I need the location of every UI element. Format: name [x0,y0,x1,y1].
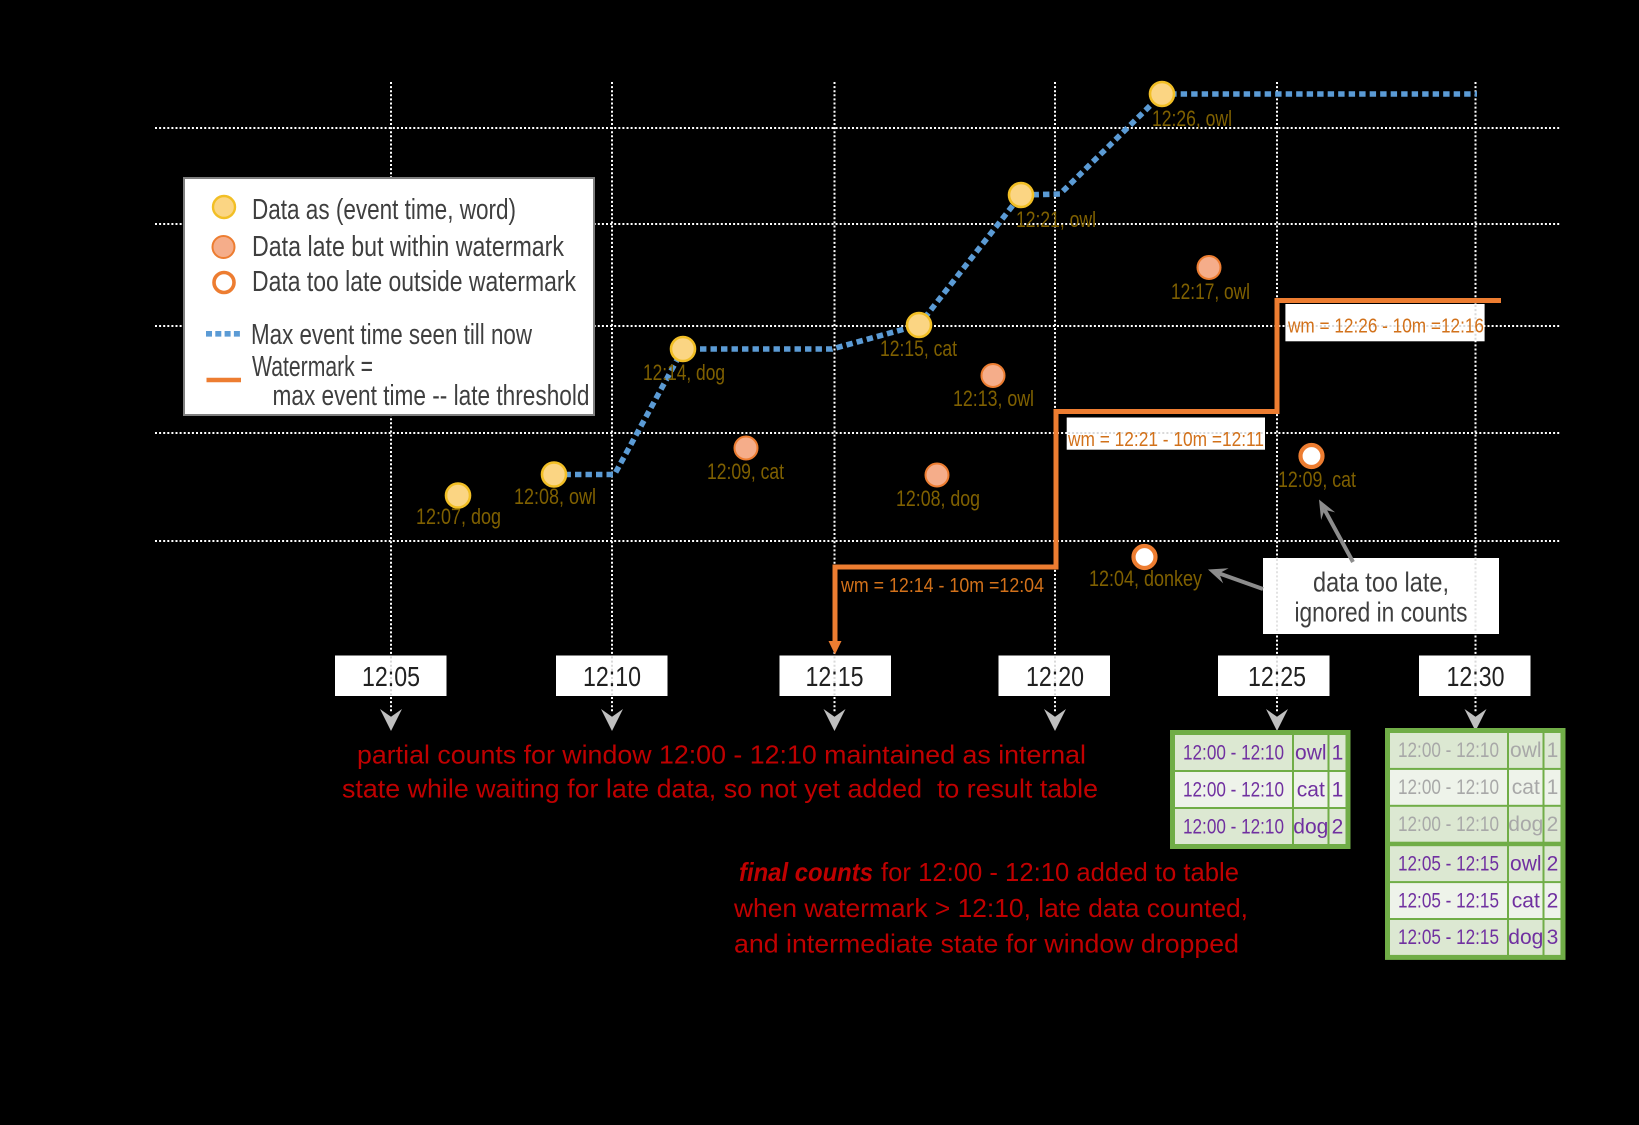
svg-text:12:00 - 12:10: 12:00 - 12:10 [1183,778,1284,801]
svg-text:Data late but within watermark: Data late but within watermark [252,231,564,263]
svg-text:12:00 - 12:10: 12:00 - 12:10 [1183,815,1284,838]
svg-text:12:05: 12:05 [362,661,420,692]
svg-text:12:05 - 12:15: 12:05 - 12:15 [1398,889,1499,912]
svg-text:max event time -- late thresho: max event time -- late threshold [273,380,590,412]
svg-text:1: 1 [1547,739,1559,762]
svg-text:and intermediate state for win: and intermediate state for window droppe… [734,929,1239,959]
svg-text:ignored in counts: ignored in counts [1295,597,1468,628]
svg-text:12:21, owl: 12:21, owl [1016,207,1096,232]
svg-text:partial counts for window 12:0: partial counts for window 12:00 - 12:10 … [357,740,1086,770]
svg-text:cat: cat [1512,776,1540,799]
svg-text:12:25: 12:25 [1248,661,1306,692]
svg-text:12:09, cat: 12:09, cat [1278,467,1356,492]
svg-text:cat: cat [1297,778,1325,801]
svg-text:2: 2 [1332,815,1344,838]
svg-text:12:00 - 12:10: 12:00 - 12:10 [1398,776,1499,799]
svg-text:12:30: 12:30 [1447,661,1505,692]
svg-text:12:13, owl: 12:13, owl [953,386,1034,411]
svg-text:state while waiting for late d: state while waiting for late data, so no… [342,774,1098,804]
svg-text:12:08, dog: 12:08, dog [896,486,980,511]
svg-text:12:08, owl: 12:08, owl [514,484,596,509]
svg-text:owl: owl [1510,739,1542,762]
svg-text:dog: dog [1508,926,1543,949]
svg-text:12:14, dog: 12:14, dog [643,360,725,385]
svg-text:for 12:00 - 12:10 added to tab: for 12:00 - 12:10 added to table [881,857,1239,887]
svg-text:12:04, donkey: 12:04, donkey [1089,566,1202,591]
svg-text:Watermark =: Watermark = [252,351,373,383]
svg-text:12:05 - 12:15: 12:05 - 12:15 [1398,926,1499,949]
svg-text:12:26, owl: 12:26, owl [1152,106,1232,131]
svg-text:12:00 - 12:10: 12:00 - 12:10 [1183,741,1284,764]
svg-text:2: 2 [1547,813,1559,836]
svg-text:12:07, dog: 12:07, dog [416,504,501,529]
svg-text:2: 2 [1547,889,1559,912]
svg-text:12:15, cat: 12:15, cat [880,336,957,361]
svg-text:final counts: final counts [739,857,873,887]
svg-text:1: 1 [1332,778,1344,801]
svg-text:Data as (event time, word): Data as (event time, word) [252,194,516,226]
svg-text:when watermark > 12:10, late d: when watermark > 12:10, late data counte… [733,893,1248,923]
svg-text:wm = 12:14 - 10m =12:04: wm = 12:14 - 10m =12:04 [840,575,1044,597]
svg-text:wm = 12:21 - 10m =12:11: wm = 12:21 - 10m =12:11 [1067,429,1264,451]
svg-text:data too late,: data too late, [1313,567,1449,598]
svg-text:Max event time seen till now: Max event time seen till now [251,319,533,351]
svg-text:12:00 - 12:10: 12:00 - 12:10 [1398,813,1499,836]
svg-text:12:15: 12:15 [806,661,864,692]
svg-text:3: 3 [1547,926,1559,949]
svg-text:owl: owl [1295,741,1327,764]
svg-text:wm = 12:26 - 10m =12:16: wm = 12:26 - 10m =12:16 [1287,316,1484,338]
svg-text:12:17, owl: 12:17, owl [1171,279,1250,304]
svg-text:12:00 - 12:10: 12:00 - 12:10 [1398,739,1499,762]
svg-text:dog: dog [1293,815,1328,838]
svg-text:1: 1 [1332,741,1344,764]
svg-text:2: 2 [1547,852,1559,875]
svg-text:1: 1 [1547,776,1559,799]
svg-text:12:10: 12:10 [583,661,641,692]
svg-text:12:05 - 12:15: 12:05 - 12:15 [1398,852,1499,875]
svg-text:cat: cat [1512,889,1540,912]
svg-text:owl: owl [1510,852,1542,875]
svg-text:12:09, cat: 12:09, cat [707,459,784,484]
svg-text:Data too late outside watermar: Data too late outside watermark [252,266,576,298]
svg-text:12:20: 12:20 [1026,661,1084,692]
svg-text:dog: dog [1508,813,1543,836]
